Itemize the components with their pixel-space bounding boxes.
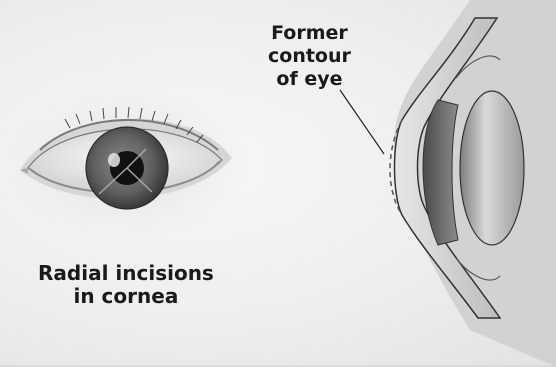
radial-incisions-line-2: in cornea [38, 285, 214, 308]
former-contour-line-2: contour [268, 45, 351, 68]
front-view-eye [8, 90, 248, 240]
contour-leader-line [340, 90, 384, 154]
former-contour-label: Former contour of eye [268, 22, 351, 91]
light-reflection [108, 153, 120, 167]
lens [460, 91, 524, 245]
radial-incisions-line-1: Radial incisions [38, 262, 214, 285]
former-contour-line-3: of eye [268, 68, 351, 91]
radial-incisions-label: Radial incisions in cornea [38, 262, 214, 308]
side-view-eye [340, 0, 556, 367]
former-contour-line-1: Former [268, 22, 351, 45]
